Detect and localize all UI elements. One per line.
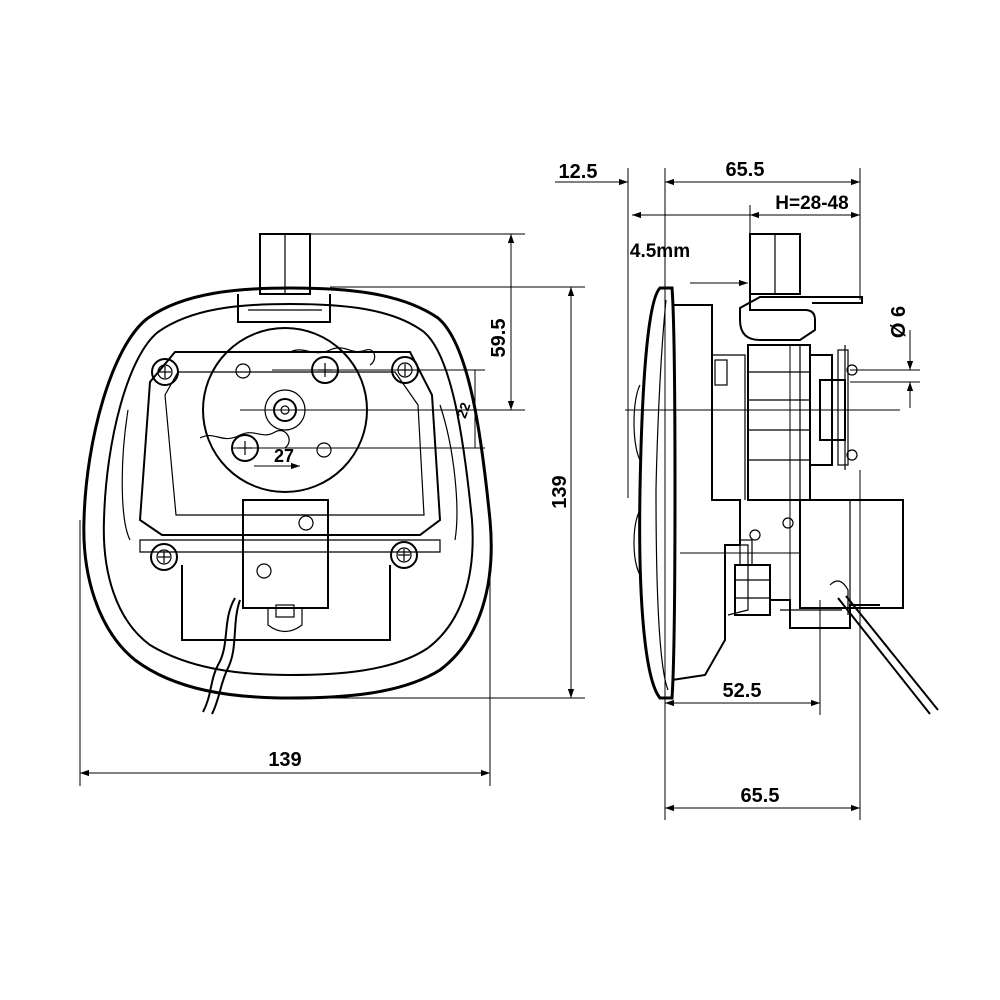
side-main-body xyxy=(671,304,741,681)
front-lock-block xyxy=(242,499,329,609)
front-dimensions: 139 139 59.5 27 22 xyxy=(79,233,585,786)
front-width-label: 139 xyxy=(268,749,301,771)
side-top-length-label: 65.5 xyxy=(726,159,765,181)
side-view xyxy=(625,233,939,715)
front-view xyxy=(82,233,493,715)
front-spring-top xyxy=(289,347,376,384)
side-bottom-total-label: 65.5 xyxy=(741,785,780,807)
side-gap-label: 4.5mm xyxy=(630,241,690,262)
side-bottom-inner-label: 52.5 xyxy=(723,680,762,702)
side-diameter-label: Ø 6 xyxy=(888,306,910,338)
front-screw-top-left xyxy=(151,358,179,386)
side-bolt-stack xyxy=(809,345,858,470)
side-flange-label: 12.5 xyxy=(559,161,598,183)
front-chord-label: 22 xyxy=(453,400,473,420)
front-depth-label: 59.5 xyxy=(488,319,510,358)
side-wires xyxy=(837,597,931,715)
front-wires xyxy=(202,597,236,713)
front-screw-bottom-left xyxy=(150,543,178,571)
side-flange xyxy=(638,286,677,700)
front-inner-body xyxy=(102,302,474,677)
front-screw-bottom-right xyxy=(390,541,418,569)
side-lower-nut xyxy=(734,539,771,616)
front-inner-plate xyxy=(138,351,442,536)
side-latch-arm xyxy=(739,294,863,341)
side-cam-housing xyxy=(747,344,811,501)
front-offset-label: 27 xyxy=(274,446,294,466)
front-height-label: 139 xyxy=(549,475,571,508)
front-outer-body xyxy=(82,286,493,700)
side-lock-block xyxy=(799,499,904,609)
side-dimensions: 12.5 65.5 H=28-48 4.5mm Ø 6 52.5 65.5 xyxy=(555,159,914,820)
side-grip-range-label: H=28-48 xyxy=(775,193,848,214)
